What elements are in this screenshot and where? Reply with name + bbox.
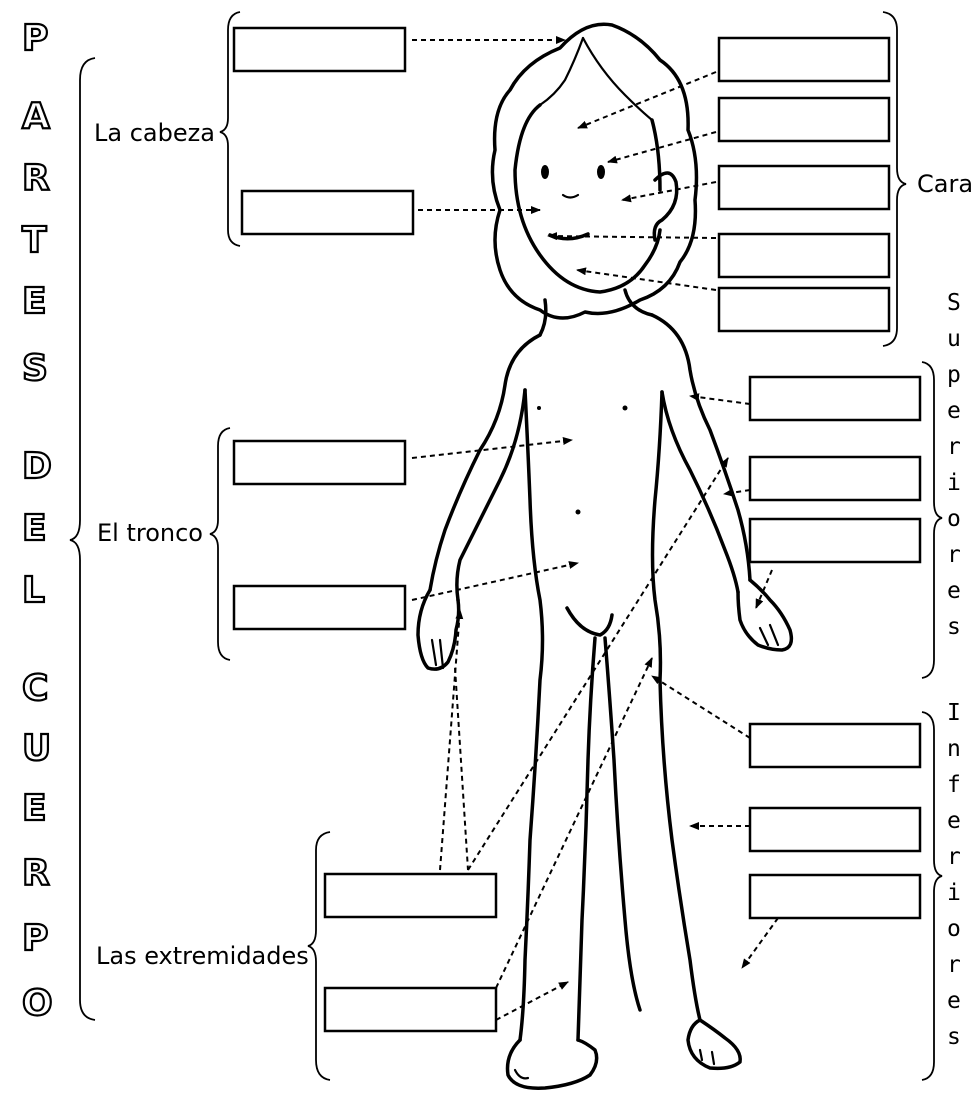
- answer-box-lower-1[interactable]: [750, 724, 920, 767]
- lower-label-letter: e: [947, 808, 961, 834]
- title-letter: L: [22, 570, 45, 611]
- title-letter: A: [22, 96, 50, 137]
- lower-label-letter: i: [947, 880, 961, 906]
- lower-label-letter: r: [947, 952, 961, 978]
- title-letters: P A R T E S D E L C U E R P O: [22, 18, 53, 1024]
- title-letter: R: [22, 158, 50, 199]
- answer-box-face-2[interactable]: [719, 98, 889, 141]
- lower-brace: [922, 712, 942, 1080]
- lower-label-letter: e: [947, 988, 961, 1014]
- answer-box-lower-3[interactable]: [750, 875, 920, 918]
- title-letter: E: [22, 788, 47, 829]
- title-letter: U: [22, 728, 51, 769]
- answer-box-limbs-2[interactable]: [325, 988, 496, 1031]
- lower-label-letter: s: [947, 1024, 961, 1050]
- answer-box-upper-3[interactable]: [750, 519, 920, 562]
- face-label: Cara: [917, 170, 971, 198]
- upper-label-letter: u: [947, 326, 961, 352]
- answer-box-face-1[interactable]: [719, 38, 889, 81]
- answer-box-trunk-1[interactable]: [234, 441, 405, 484]
- main-brace: [70, 58, 95, 1020]
- title-letter: P: [22, 18, 48, 59]
- upper-label-letter: e: [947, 578, 961, 604]
- title-letter: O: [22, 983, 53, 1024]
- title-letter: P: [22, 918, 48, 959]
- upper-label-letter: r: [947, 434, 961, 460]
- answer-box-limbs-1[interactable]: [325, 874, 496, 917]
- title-letter: S: [22, 348, 48, 389]
- limbs-label: Las extremidades: [96, 942, 309, 970]
- title-letter: E: [22, 508, 47, 549]
- lower-label-letter: r: [947, 844, 961, 870]
- title-letter: T: [22, 220, 47, 261]
- upper-label-letter: p: [947, 362, 961, 388]
- answer-box-head-1[interactable]: [234, 28, 405, 71]
- trunk-brace: [210, 428, 230, 660]
- trunk-label: El tronco: [97, 519, 203, 547]
- lower-label-letter: I: [947, 700, 961, 726]
- upper-label-letter: i: [947, 470, 961, 496]
- upper-label-letter: o: [947, 506, 961, 532]
- upper-label-letter: e: [947, 398, 961, 424]
- answer-box-trunk-2[interactable]: [234, 586, 405, 629]
- upper-brace: [922, 362, 942, 678]
- answer-box-head-2[interactable]: [242, 191, 413, 234]
- answer-box-upper-1[interactable]: [750, 377, 920, 420]
- answer-box-lower-2[interactable]: [750, 808, 920, 851]
- title-letter: C: [22, 668, 48, 709]
- answer-box-face-4[interactable]: [719, 234, 889, 277]
- answer-box-upper-2[interactable]: [750, 457, 920, 500]
- title-letter: E: [22, 281, 47, 322]
- lower-label-letter: o: [947, 916, 961, 942]
- title-letter: D: [22, 446, 52, 487]
- title-letter: R: [22, 853, 50, 894]
- head-label: La cabeza: [94, 119, 215, 147]
- answer-box-face-5[interactable]: [719, 288, 889, 331]
- upper-label-letter: r: [947, 542, 961, 568]
- answer-box-face-3[interactable]: [719, 166, 889, 209]
- lower-label-letter: f: [947, 772, 961, 798]
- upper-label-letter: S: [947, 290, 961, 316]
- limbs-brace: [308, 832, 330, 1080]
- upper-label-letter: s: [947, 614, 961, 640]
- lower-label-letter: n: [947, 736, 961, 762]
